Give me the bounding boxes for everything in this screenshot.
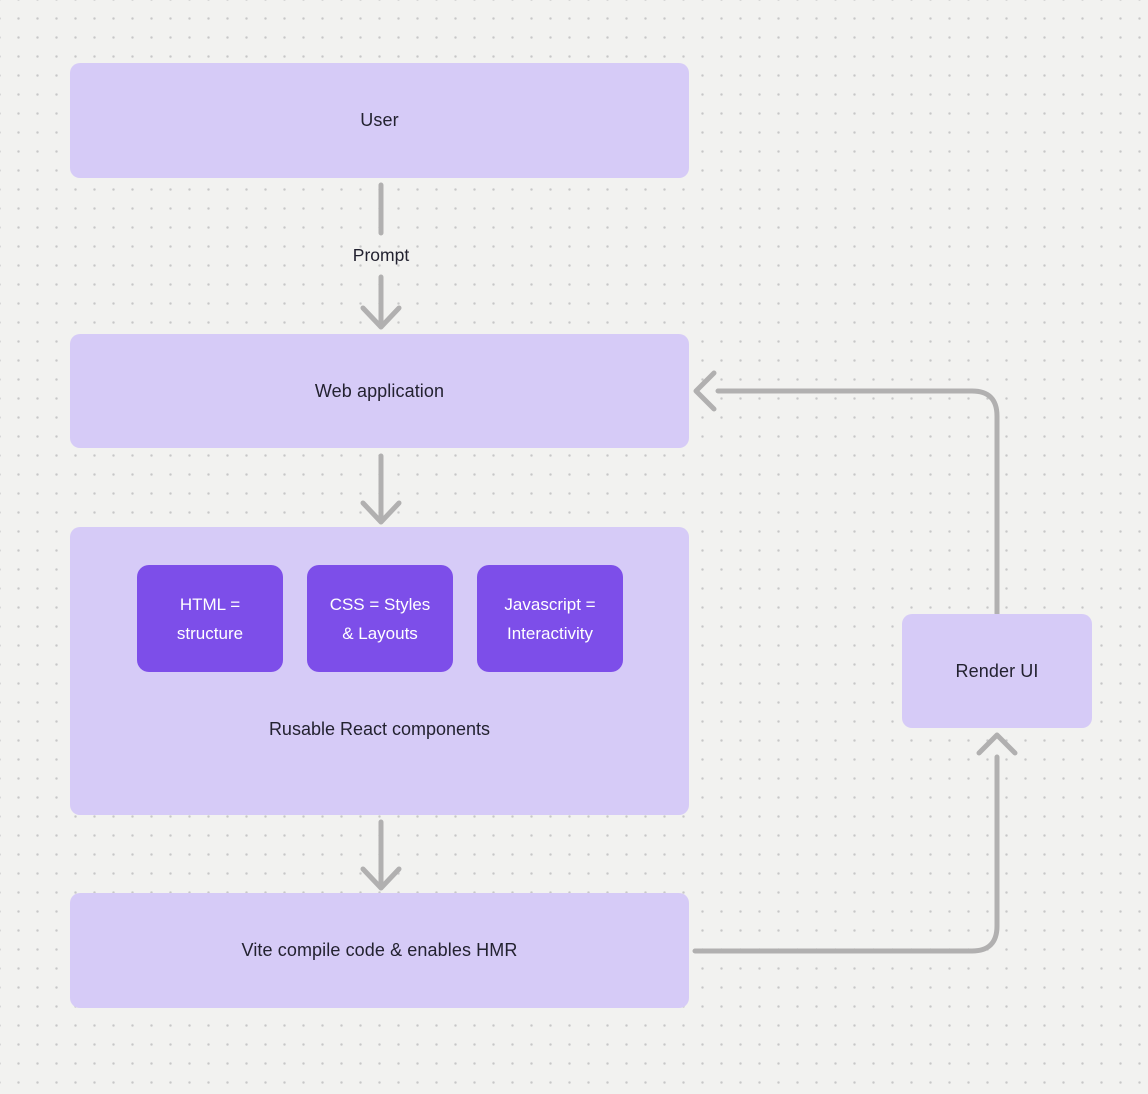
chip-javascript-line1: Javascript =: [504, 594, 596, 614]
node-web-application[interactable]: Web application: [70, 334, 689, 448]
chip-html-line1: HTML =: [179, 594, 241, 614]
edge-components-to-vite-arrow: [360, 819, 402, 891]
edge-web-to-components-arrow: [360, 453, 402, 525]
chip-css-line2: & Layouts: [342, 623, 418, 643]
node-user-label: User: [360, 110, 399, 130]
edge-vite-to-render-arrow: [692, 732, 1018, 954]
chip-html[interactable]: HTML = structure: [137, 565, 283, 672]
node-web-application-label: Web application: [314, 380, 445, 401]
chip-html-line2: structure: [176, 623, 244, 643]
components-group-caption: Rusable React components: [268, 719, 491, 739]
edge-prompt-label[interactable]: Prompt: [352, 245, 410, 265]
node-render-ui[interactable]: Render UI: [902, 614, 1092, 728]
node-vite[interactable]: Vite compile code & enables HMR: [70, 893, 689, 1008]
node-user[interactable]: User: [70, 63, 689, 178]
chip-css-line1: CSS = Styles: [329, 594, 431, 614]
node-vite-label: Vite compile code & enables HMR: [241, 940, 518, 960]
chip-javascript[interactable]: Javascript = Interactivity: [477, 565, 623, 672]
edge-render-to-web-arrow: [693, 370, 1000, 617]
node-render-ui-label: Render UI: [955, 660, 1039, 681]
chip-css[interactable]: CSS = Styles & Layouts: [307, 565, 453, 672]
chip-javascript-line2: Interactivity: [507, 623, 593, 643]
